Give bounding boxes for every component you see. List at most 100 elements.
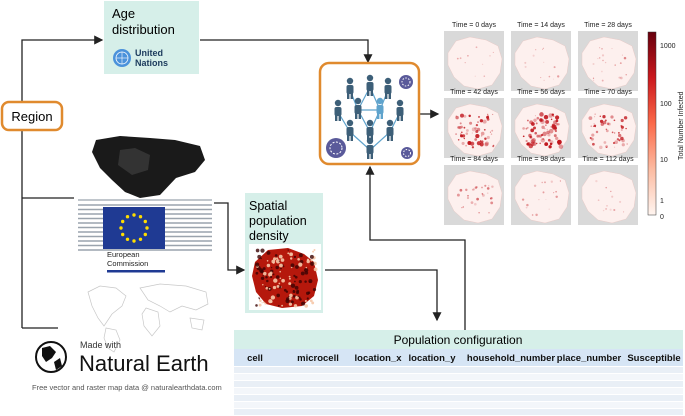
spatial-line3: density [249,229,289,243]
map-time-label: Time = 70 days [584,89,632,96]
person-icon [354,97,362,119]
map-region-shape [514,36,570,90]
map-time-label: Time = 56 days [517,89,565,96]
map-region-shape [514,170,570,224]
person-icon [396,99,404,121]
infection-map-panel: Time = 14 days [511,22,571,91]
person-icon [346,77,354,99]
colorbar-tick: 1000 [660,43,676,50]
map-region-shape [581,170,637,224]
ec-name-line1: European [107,250,140,259]
table-row [234,395,683,401]
un-name-line2: Nations [135,58,168,68]
europe-night-image [84,134,210,204]
map-time-label: Time = 112 days [582,156,634,163]
infection-hotspots [456,184,494,214]
colorbar: 1000 100 10 1 0 Total Number Infected [647,31,685,221]
config-column-header: household_number [467,353,555,364]
un-name-line1: United [135,48,163,58]
infection-map-panel: Time = 42 days [444,89,504,158]
ec-name-line2: Commission [107,259,148,268]
config-column-header: place_number [557,353,622,364]
natural-earth-brand: Natural Earth [79,351,209,376]
colorbar-tick: 1 [660,198,664,205]
arrow-sources-to-spatial [214,202,246,275]
person-icon [334,99,342,121]
map-time-label: Time = 28 days [584,22,632,29]
eu-stars-icon [119,213,149,243]
map-time-label: Time = 98 days [517,156,565,163]
infection-hotspots [456,46,494,77]
colorbar-tick: 10 [660,157,668,164]
config-column-header: location_x [355,353,403,364]
config-title: Population configuration [394,333,523,347]
person-icon [366,74,374,96]
person-icon [376,97,384,119]
infection-hotspots [588,113,629,150]
age-title-line1: Age [112,6,135,21]
table-row [234,402,683,408]
arrow-spatial-to-config [325,269,442,322]
colorbar-label: Total Number Infected [678,91,685,160]
table-row [234,381,683,387]
map-time-label: Time = 42 days [450,89,498,96]
arrow-age-to-model [200,39,373,64]
region-label: Region [11,109,52,124]
world-map-outline [87,283,209,353]
virus-icon [399,75,413,89]
virus-icon [326,138,346,158]
person-icon [386,119,394,141]
virus-icon [401,147,413,159]
infection-maps-grid: Time = 0 days Time = 14 days Time = 28 day… [444,22,638,225]
natural-earth-tagline: Free vector and raster map data @ natura… [32,383,222,392]
table-row [234,388,683,394]
infection-hotspots [455,113,495,149]
infection-map-panel: Time = 112 days [578,156,638,225]
infection-hotspots [592,47,627,82]
map-time-label: Time = 0 days [452,22,496,29]
config-column-header: microcell [297,353,339,364]
density-speckles [254,248,318,308]
table-row [234,374,683,380]
map-region-shape [447,36,503,90]
infection-map-panel: Time = 84 days [444,156,504,225]
population-configuration-table: Population configuration cell microcell lo… [234,330,683,415]
people-network [334,74,404,159]
arrow-region-to-age [21,35,104,103]
person-icon [366,119,374,141]
un-emblem-icon [113,49,131,67]
colorbar-tick: 100 [660,101,672,108]
infection-map-panel: Time = 98 days [511,156,571,225]
person-icon [346,119,354,141]
table-row [234,367,683,373]
european-commission-logo: European Commission [78,199,212,273]
map-region-shape [447,170,503,224]
arrow-config-to-model [365,165,466,330]
made-with-text: Made with [80,340,121,350]
config-table-rows [234,367,683,415]
simulation-model-box [318,61,421,166]
map-time-label: Time = 84 days [450,156,498,163]
map-region-shape [581,36,637,90]
infection-hotspots [524,47,560,82]
colorbar-tick: 0 [660,214,664,221]
spatial-line2: population [249,214,307,228]
config-column-header: Susceptible [627,353,680,364]
config-column-header: cell [247,353,263,364]
map-time-label: Time = 14 days [517,22,565,29]
region-box: Region [0,100,64,132]
infection-hotspots [521,180,562,217]
spatial-line1: Spatial [249,199,287,213]
infection-map-panel: Time = 56 days [511,89,571,158]
infection-hotspots [522,112,564,149]
person-icon [384,77,392,99]
infection-hotspots [595,179,625,213]
infection-map-panel: Time = 28 days [578,22,638,91]
natural-earth-logo: Made with Natural Earth Free vector and … [32,340,222,392]
infection-map-panel: Time = 70 days [578,89,638,158]
spatial-density-box: Spatial population density [245,193,323,313]
age-distribution-box: Age distribution United Nations [104,1,199,74]
table-row [234,409,683,415]
